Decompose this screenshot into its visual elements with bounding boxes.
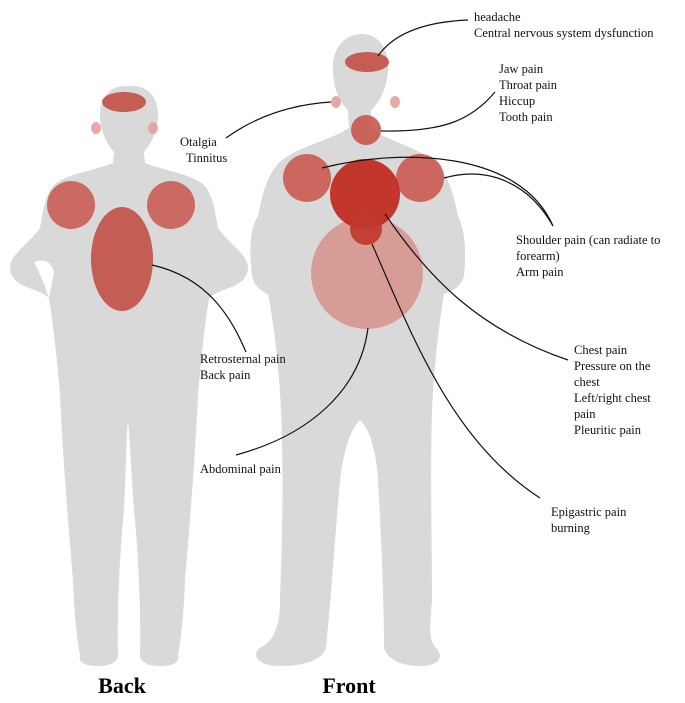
front-figure xyxy=(250,34,466,666)
leader-headache xyxy=(377,19,469,57)
back-silhouette xyxy=(10,86,248,666)
front-ear-left-zone xyxy=(331,96,341,108)
back-ear-right-zone xyxy=(148,122,158,134)
leader-abdominal xyxy=(235,327,369,456)
front-shoulder-left-zone xyxy=(283,154,331,202)
back-head-zone xyxy=(102,92,146,112)
back-figure xyxy=(10,86,248,666)
label-back: Retrosternal pain Back pain xyxy=(200,352,289,382)
back-ear-left-zone xyxy=(91,122,101,134)
leader-ear xyxy=(225,101,332,139)
back-title: Back xyxy=(98,673,146,698)
front-ear-right-zone xyxy=(390,96,400,108)
labels: headache Central nervous system dysfunct… xyxy=(98,10,664,698)
label-jaw: Jaw pain Throat pain Hiccup Tooth pain xyxy=(499,62,560,124)
label-headache: headache Central nervous system dysfunct… xyxy=(474,10,654,40)
front-epigastric-zone xyxy=(350,213,382,245)
front-head-zone xyxy=(345,52,389,72)
back-shoulder-left-zone xyxy=(47,181,95,229)
label-ear: Otalgia Tinnitus xyxy=(180,135,227,165)
front-title: Front xyxy=(322,673,376,698)
leader-chest xyxy=(384,213,569,361)
back-spine-zone xyxy=(91,207,153,311)
leader-shoulder-left xyxy=(321,156,554,227)
front-chest-zone xyxy=(330,159,400,229)
leader-lines xyxy=(151,19,569,499)
label-chest: Chest pain Pressure on the chest Left/ri… xyxy=(574,343,654,437)
label-epigastric: Epigastric pain burning xyxy=(551,505,629,535)
front-jaw-zone xyxy=(351,115,381,145)
leader-epigastric xyxy=(371,243,541,499)
front-abdomen-zone xyxy=(311,217,423,329)
label-abdominal: Abdominal pain xyxy=(200,462,282,476)
leader-shoulder-right xyxy=(443,173,554,227)
leader-back xyxy=(151,264,247,353)
back-shoulder-right-zone xyxy=(147,181,195,229)
front-shoulder-right-zone xyxy=(396,154,444,202)
label-shoulder: Shoulder pain (can radiate to forearm) A… xyxy=(516,233,664,279)
leader-jaw xyxy=(380,91,496,132)
